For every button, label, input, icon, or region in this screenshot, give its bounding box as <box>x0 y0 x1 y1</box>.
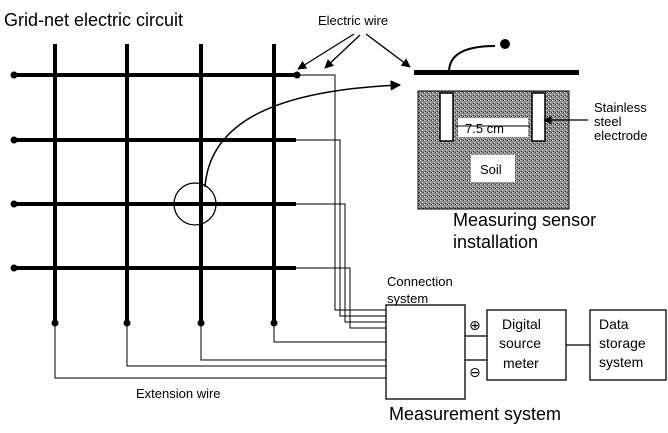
electrode-right <box>531 92 546 142</box>
sensor-surface-bar <box>414 70 579 75</box>
terminal-dot <box>10 200 18 208</box>
connection-system-box <box>385 304 466 400</box>
sensor-caption-2: installation <box>453 232 538 252</box>
spacing-box <box>458 118 528 137</box>
stainless-label-3: electrode <box>594 128 647 143</box>
stainless-label-2: steel <box>594 114 622 129</box>
sensor-lead-wire <box>448 45 496 73</box>
measurement-system-caption: Measurement system <box>389 404 561 424</box>
positive-symbol: ⊕ <box>469 317 481 333</box>
terminal-dot <box>10 264 18 272</box>
sensor-caption-1: Measuring sensor <box>453 210 596 230</box>
storage-label-3: system <box>599 354 643 370</box>
electrode-left <box>439 92 454 142</box>
node-to-sensor-arrow <box>204 80 402 188</box>
extension-wires <box>54 74 386 379</box>
data-storage-box <box>589 309 667 381</box>
stainless-label-1: Stainless <box>594 100 647 115</box>
meter-label-3: meter <box>503 355 539 371</box>
diagram-title: Grid-net electric circuit <box>4 10 183 30</box>
meter-label-1: Digital <box>502 316 541 332</box>
lead-wire-end <box>500 39 510 49</box>
electric-wire-label: Electric wire <box>318 13 388 28</box>
connection-label-1: Connection <box>387 274 453 289</box>
storage-label-2: storage <box>599 335 646 351</box>
node-highlight-circle <box>173 182 217 226</box>
grid-horizontal-lines <box>16 73 296 270</box>
terminal-dot <box>10 136 18 144</box>
electric-wire-arrows <box>297 33 411 70</box>
connection-label-2: system <box>387 291 428 306</box>
soil-label-box <box>471 155 515 182</box>
meter-label-2: source <box>499 335 541 351</box>
extension-wire-label: Extension wire <box>136 386 221 401</box>
soil-label: Soil <box>480 162 502 177</box>
negative-symbol: ⊖ <box>469 364 481 380</box>
spacing-label: 7.5 cm <box>465 121 504 136</box>
storage-label-1: Data <box>599 316 629 332</box>
grid-vertical-lines <box>53 44 276 322</box>
terminal-dots <box>10 71 301 327</box>
terminal-dot <box>10 71 18 79</box>
